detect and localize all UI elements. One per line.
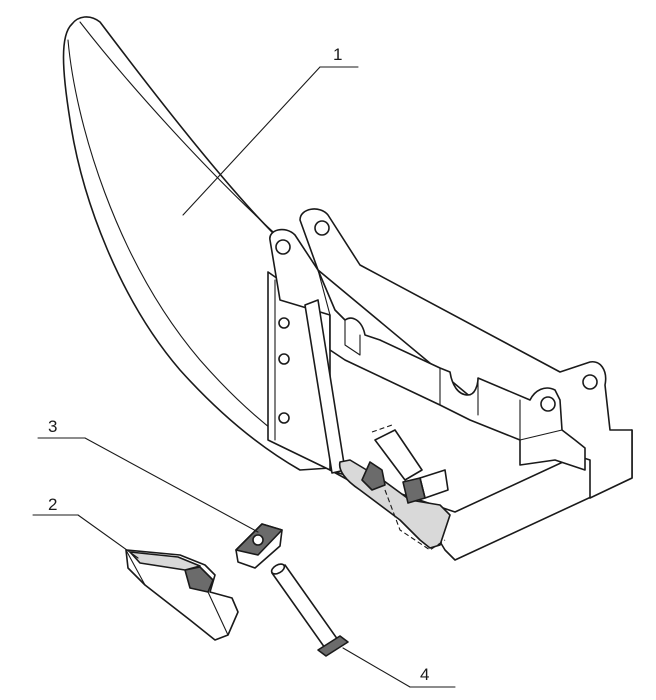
tooth-holder xyxy=(338,424,451,551)
leader-line-1 xyxy=(182,66,321,216)
leader-lines xyxy=(32,66,456,688)
leader-line-4 xyxy=(342,647,411,688)
callout-3: 3 xyxy=(48,417,57,436)
leader-line-3 xyxy=(84,437,259,533)
retainer-nut xyxy=(235,523,283,569)
ripper-tooth xyxy=(125,549,239,641)
callout-2: 2 xyxy=(48,495,57,514)
leader-line-2 xyxy=(77,514,139,559)
retainer-pin xyxy=(270,563,349,657)
mounting-bracket xyxy=(267,208,633,561)
callout-4: 4 xyxy=(420,665,429,684)
callout-1: 1 xyxy=(333,45,342,64)
ripper-shank xyxy=(62,16,331,471)
